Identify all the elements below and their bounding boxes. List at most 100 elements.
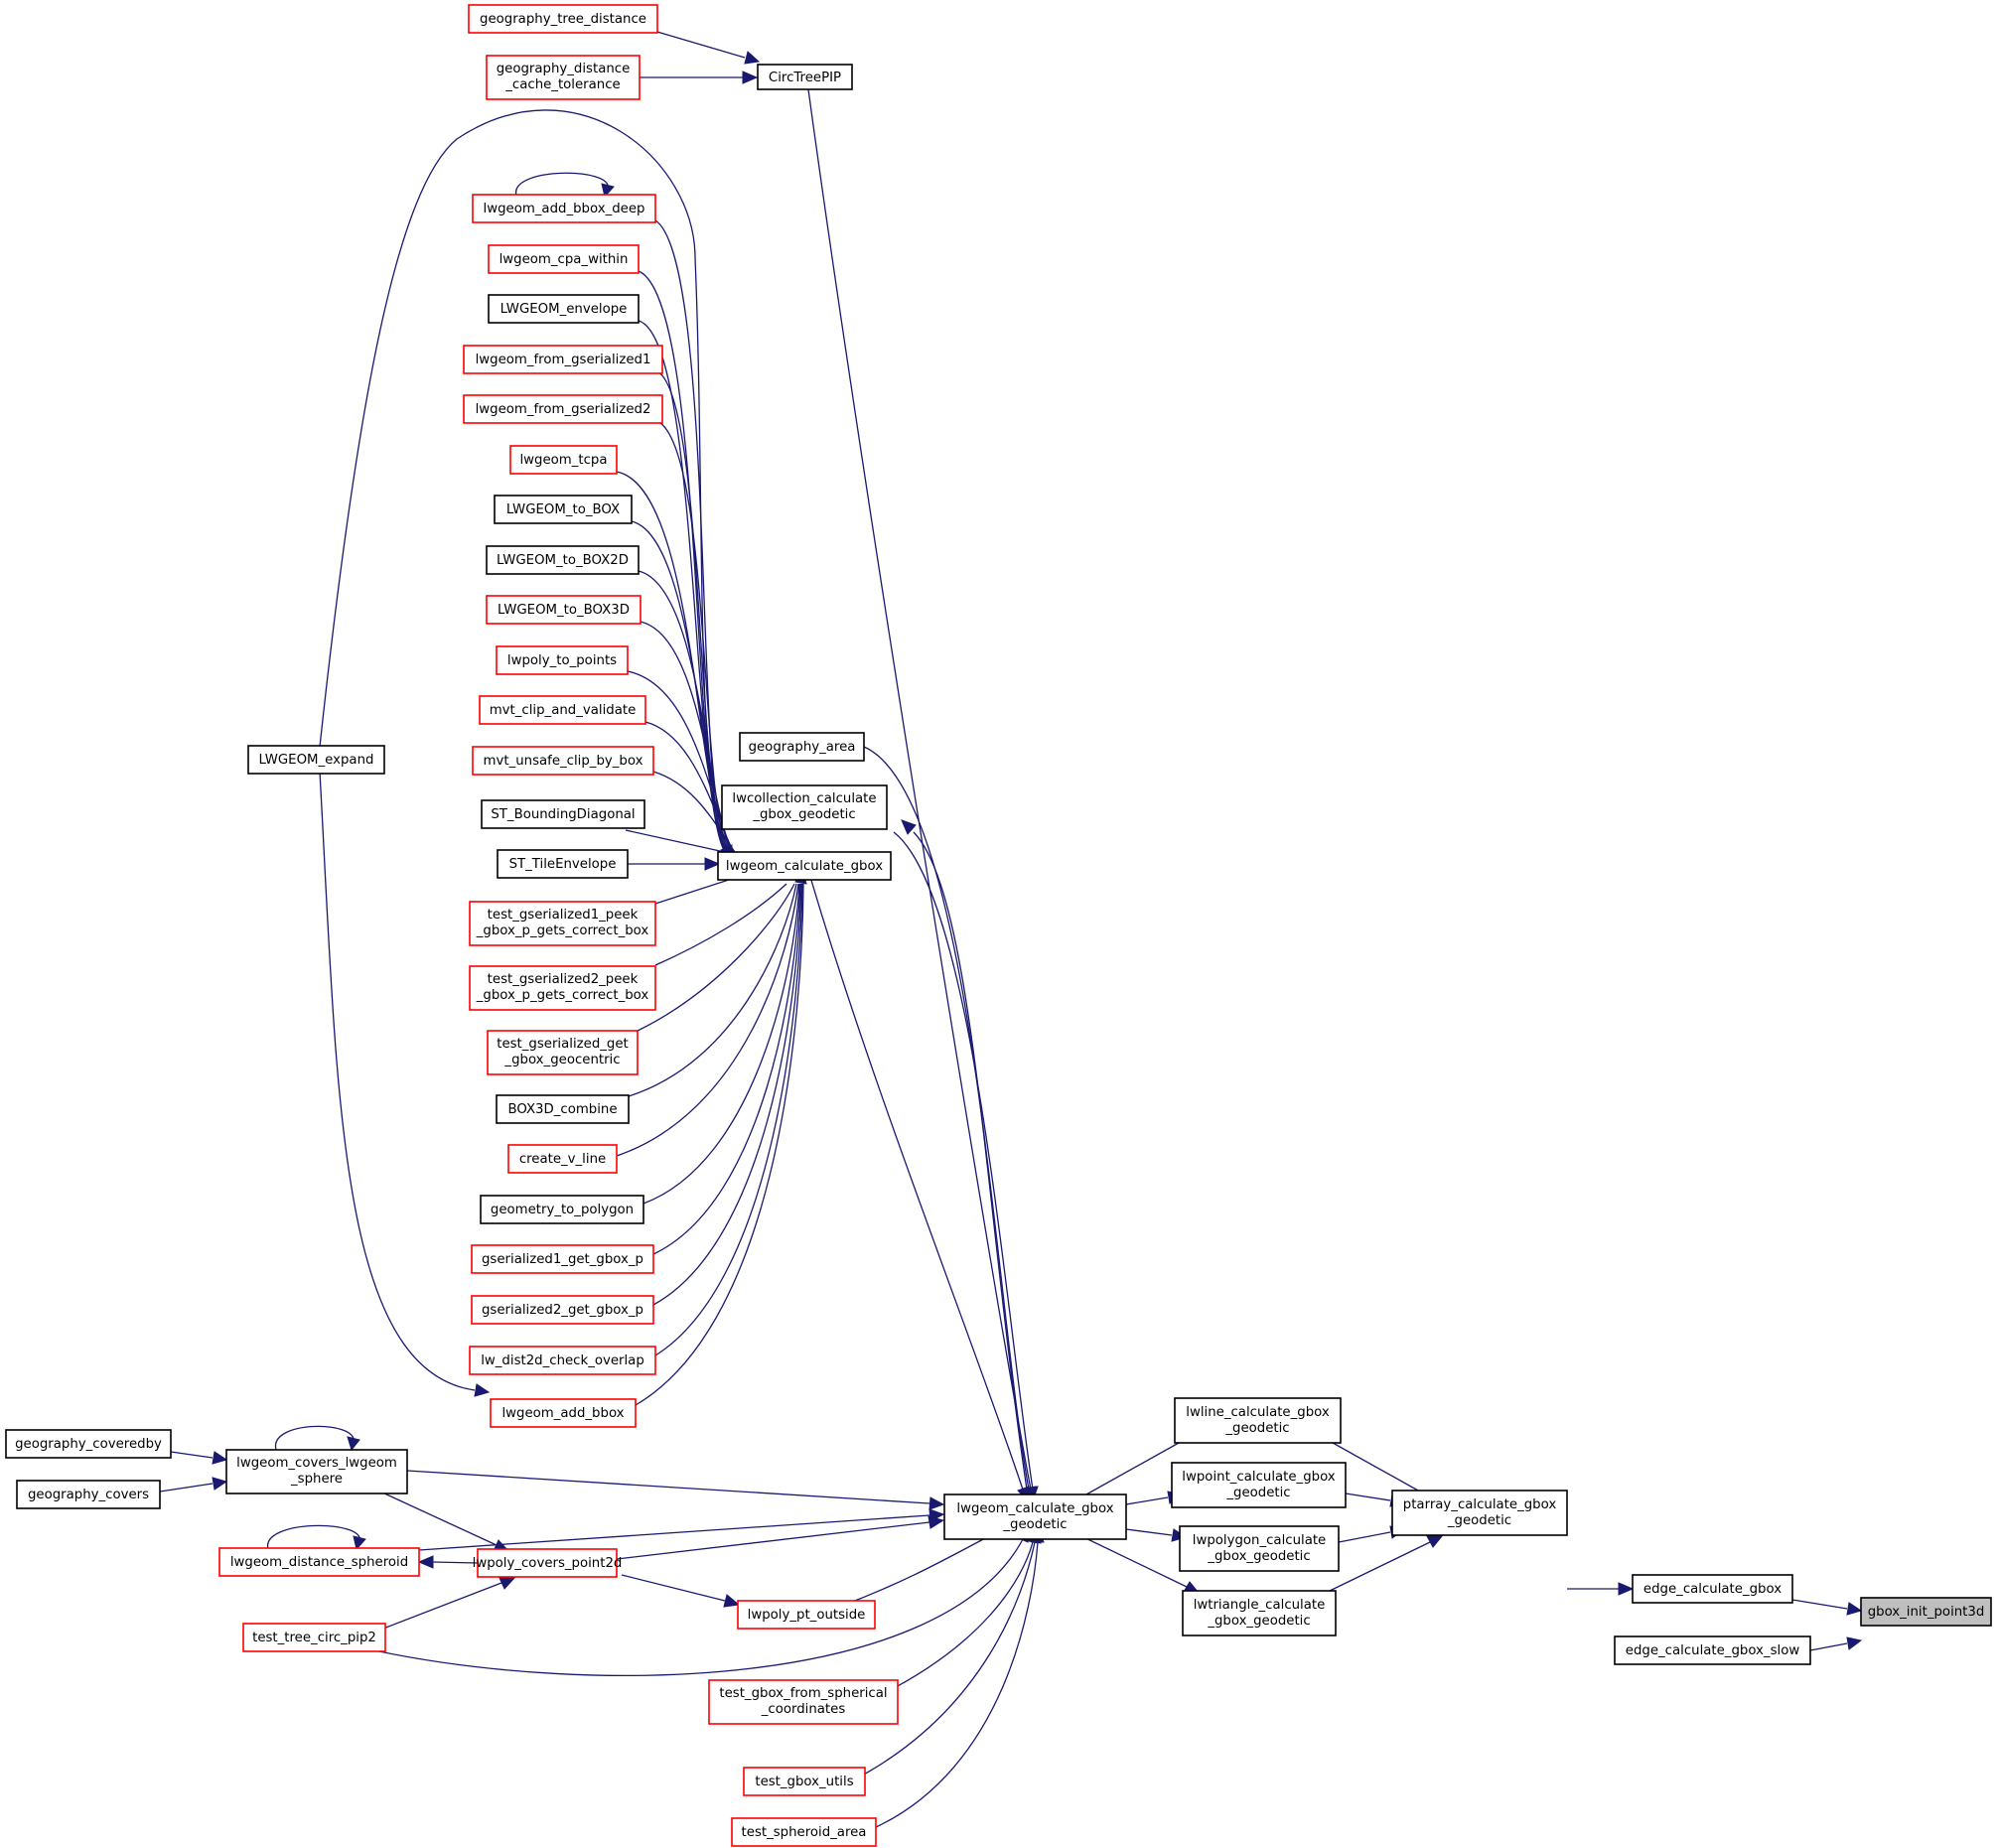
- edge-gser2-get-gbox-to-calc: [652, 883, 802, 1306]
- node-gserialized1-get-gbox-p[interactable]: gserialized1_get_gbox_p: [471, 1244, 654, 1274]
- node-label: lwline_calculate_gbox: [1186, 1405, 1330, 1420]
- node-test-gserialized1-peek[interactable]: test_gserialized1_peek_gbox_p_gets_corre…: [469, 901, 656, 946]
- edge-tree-circ-pip2-to-geodetic: [368, 1538, 1024, 1676]
- node-lwgeom-distance-spheroid[interactable]: lwgeom_distance_spheroid: [218, 1547, 420, 1577]
- node-label: lwtriangle_calculate: [1194, 1598, 1326, 1613]
- node-label: lwpoint_calculate_gbox: [1182, 1470, 1336, 1485]
- node-lwgeom-add-bbox-deep[interactable]: lwgeom_add_bbox_deep: [472, 194, 656, 223]
- node-lwgeom-covers-lwgeom-sphere[interactable]: lwgeom_covers_lwgeom_sphere: [225, 1449, 408, 1494]
- node-box: [1171, 1462, 1347, 1508]
- node-box: [479, 695, 646, 725]
- node-label: LWGEOM_to_BOX: [506, 502, 620, 517]
- edge-mvt-clip-to-calc: [644, 721, 735, 853]
- node-lwline-calculate-gbox-geodetic[interactable]: lwline_calculate_gbox_geodetic: [1174, 1397, 1342, 1444]
- edge-gser1-peek-to-calc: [654, 877, 736, 905]
- node-box: [469, 901, 656, 946]
- node-label: LWGEOM_envelope: [500, 302, 628, 317]
- arrowhead: [704, 857, 721, 871]
- node-label: lwcollection_calculate: [732, 791, 876, 806]
- node-lwtriangle-calculate-gbox-geodetic[interactable]: lwtriangle_calculate_gbox_geodetic: [1182, 1590, 1337, 1636]
- node-lwpoint-calculate-gbox-geodetic[interactable]: lwpoint_calculate_gbox_geodetic: [1171, 1462, 1347, 1508]
- node-label: ST_TileEnvelope: [509, 857, 617, 872]
- edge-pt-outside-to-geodetic: [841, 1533, 994, 1607]
- node-lwcollection-calculate-gbox-geodetic[interactable]: lwcollection_calculate_gbox_geodetic: [721, 784, 888, 830]
- node-lwgeom-envelope[interactable]: LWGEOM_envelope: [488, 294, 640, 324]
- edge-spherical-coords-to-geodetic: [863, 1541, 1034, 1704]
- node-box: [468, 4, 658, 34]
- node-lwgeom-cpa-within[interactable]: lwgeom_cpa_within: [488, 244, 640, 274]
- node-box: [16, 1480, 161, 1509]
- node-test-gbox-utils[interactable]: test_gbox_utils: [743, 1767, 866, 1796]
- node-box3d-combine[interactable]: BOX3D_combine: [496, 1094, 630, 1124]
- node-lwgeom-tcpa[interactable]: lwgeom_tcpa: [509, 445, 618, 475]
- node-label: lwgeom_distance_spheroid: [230, 1555, 408, 1570]
- node-test-gserialized2-peek[interactable]: test_gserialized2_peek_gbox_p_gets_corre…: [469, 965, 656, 1011]
- edge-calcgbox-to-geodetic: [809, 876, 1024, 1491]
- node-label: geography_covers: [28, 1488, 149, 1502]
- node-box: [739, 732, 865, 762]
- node-mvt-unsafe-clip-by-box[interactable]: mvt_unsafe_clip_by_box: [472, 746, 654, 776]
- edge-add-bbox-to-calc: [635, 883, 804, 1406]
- node-label: test_gbox_from_spherical: [719, 1686, 887, 1701]
- node-box: [480, 1195, 644, 1224]
- node-lwgeom-from-gserialized1[interactable]: lwgeom_from_gserialized1: [463, 345, 663, 374]
- node-lwgeom-expand[interactable]: LWGEOM_expand: [247, 745, 385, 775]
- node-label: lwgeom_from_gserialized1: [476, 353, 651, 367]
- node-lwgeom-add-bbox[interactable]: lwgeom_add_bbox: [490, 1398, 637, 1428]
- node-label: _gbox_p_gets_correct_box: [476, 924, 649, 938]
- node-geography-area[interactable]: geography_area: [739, 732, 865, 762]
- node-circtreepip[interactable]: CircTreePIP: [757, 64, 853, 90]
- node-edge-calculate-gbox[interactable]: edge_calculate_gbox: [1632, 1574, 1793, 1604]
- node-lwpoly-covers-point2d[interactable]: lwpoly_covers_point2d: [473, 1548, 623, 1578]
- node-st-boundingdiagonal[interactable]: ST_BoundingDiagonal: [481, 799, 645, 829]
- node-mvt-clip-and-validate[interactable]: mvt_clip_and_validate: [479, 695, 646, 725]
- node-lwgeom-calculate-gbox[interactable]: lwgeom_calculate_gbox: [717, 851, 892, 881]
- node-label: BOX3D_combine: [507, 1102, 617, 1117]
- node-lwpoly-to-points[interactable]: lwpoly_to_points: [496, 645, 629, 675]
- node-box: [242, 1623, 386, 1652]
- node-gserialized2-get-gbox-p[interactable]: gserialized2_get_gbox_p: [471, 1295, 654, 1325]
- node-edge-calculate-gbox-slow[interactable]: edge_calculate_gbox_slow: [1614, 1635, 1811, 1665]
- edge-dist-spheroid-to-geodetic: [418, 1514, 930, 1551]
- node-box: [496, 645, 629, 675]
- node-box: [717, 851, 892, 881]
- arrowhead: [928, 1515, 945, 1529]
- node-box: [488, 244, 640, 274]
- node-lwgeom-to-box3d[interactable]: LWGEOM_to_BOX3D: [486, 595, 642, 625]
- node-test-gserialized-get-gbox-geocentric[interactable]: test_gserialized_get_gbox_geocentric: [487, 1030, 639, 1075]
- edge-lwline-to-ptarray: [1316, 1433, 1428, 1496]
- node-label: _geodetic: [1225, 1486, 1290, 1500]
- node-label: gserialized2_get_gbox_p: [482, 1303, 643, 1318]
- node-label: LWGEOM_to_BOX3D: [498, 603, 630, 618]
- node-label: gbox_init_point3d: [1868, 1605, 1985, 1620]
- node-lw-dist2d-check-overlap[interactable]: lw_dist2d_check_overlap: [469, 1346, 656, 1375]
- node-box: [743, 1767, 866, 1796]
- arrowhead: [901, 819, 917, 835]
- node-geography-coveredby[interactable]: geography_coveredby: [5, 1429, 172, 1459]
- node-label: _gbox_geocentric: [503, 1053, 620, 1067]
- node-box: [487, 1030, 639, 1075]
- node-lwpolygon-calculate-gbox-geodetic[interactable]: lwpolygon_calculate_gbox_geodetic: [1179, 1525, 1340, 1572]
- node-st-tileenvelope[interactable]: ST_TileEnvelope: [497, 849, 629, 879]
- node-test-tree-circ-pip2[interactable]: test_tree_circ_pip2: [242, 1623, 386, 1652]
- node-geometry-to-polygon[interactable]: geometry_to_polygon: [480, 1195, 644, 1224]
- node-box: [1860, 1597, 1992, 1627]
- edge-from-gser1-to-calc: [656, 370, 728, 853]
- node-gbox-init-point3d[interactable]: gbox_init_point3d: [1860, 1597, 1992, 1627]
- node-lwgeom-to-box[interactable]: LWGEOM_to_BOX: [494, 495, 633, 524]
- edge-add-bbox-deep-self: [515, 172, 609, 197]
- node-lwpoly-pt-outside[interactable]: lwpoly_pt_outside: [737, 1600, 876, 1630]
- node-lwgeom-to-box2d[interactable]: LWGEOM_to_BOX2D: [486, 545, 640, 575]
- node-lwgeom-from-gserialized2[interactable]: lwgeom_from_gserialized2: [463, 394, 663, 424]
- edge-box3d-combine-to-calc: [628, 883, 797, 1097]
- node-lwgeom-calculate-gbox-geodetic[interactable]: lwgeom_calculate_gbox_geodetic: [943, 1493, 1127, 1540]
- node-geography-covers[interactable]: geography_covers: [16, 1480, 161, 1509]
- node-geography-distance-cache-tolerance[interactable]: geography_distance_cache_tolerance: [486, 55, 641, 100]
- node-box: [472, 194, 656, 223]
- node-box: [471, 1244, 654, 1274]
- node-create-v-line[interactable]: create_v_line: [507, 1144, 618, 1174]
- node-geography-tree-distance[interactable]: geography_tree_distance: [468, 4, 658, 34]
- node-test-gbox-from-spherical-coordinates[interactable]: test_gbox_from_spherical_coordinates: [708, 1679, 899, 1725]
- node-test-spheroid-area[interactable]: test_spheroid_area: [731, 1817, 877, 1847]
- node-ptarray-calculate-gbox-geodetic[interactable]: ptarray_calculate_gbox_geodetic: [1391, 1490, 1568, 1536]
